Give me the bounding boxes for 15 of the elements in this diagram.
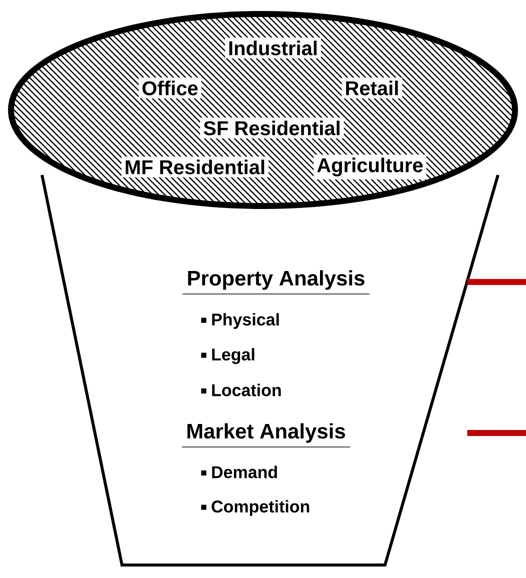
category-label: Agriculture	[314, 154, 426, 180]
section-heading: Market Analysis	[181, 423, 351, 448]
category-label: MF Residential	[121, 156, 269, 178]
bullet-item: Legal	[201, 348, 254, 364]
category-label: SF Residential	[200, 118, 344, 138]
category-label: Retail	[342, 78, 402, 98]
leader-line	[467, 279, 526, 285]
bullet-item: Competition	[201, 500, 310, 516]
section-heading: Property Analysis	[182, 270, 370, 294]
leader-line	[467, 430, 526, 436]
bullet-item: Location	[201, 384, 281, 396]
category-label: Industrial	[225, 38, 321, 58]
category-label: Office	[138, 78, 202, 98]
bullet-item: Physical	[201, 313, 279, 329]
bullet-item: Demand	[201, 466, 277, 478]
